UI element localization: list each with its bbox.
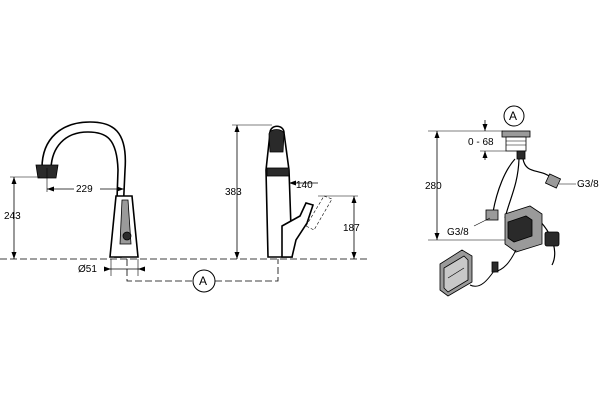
left-side-view: 243 229 Ø51: [4, 121, 145, 276]
valve-connector: [544, 231, 560, 247]
arrow-left: [47, 186, 54, 192]
box-detail-line: [447, 267, 465, 279]
front-lever: [281, 202, 315, 258]
label-mask: [74, 182, 100, 195]
range-label: 0 - 68: [468, 137, 494, 148]
valve-front: [507, 215, 533, 243]
front-view: 383 140 187: [225, 124, 360, 259]
supply-hose-3: [492, 158, 516, 213]
installation-view: A 0 - 68 280 G3/8 G3/8: [425, 105, 599, 297]
lower-fitting-leader: [473, 217, 491, 227]
lever-pivot: [122, 231, 132, 241]
arrow-right: [117, 186, 124, 192]
lever-travel: [305, 195, 333, 231]
spout-height-label: 187: [343, 223, 360, 234]
mounting-flange: [501, 130, 531, 138]
mid-height-label: 383: [225, 187, 242, 198]
svg-text:A: A: [509, 109, 517, 123]
battery-box-face: [443, 255, 469, 293]
left-height-label: 243: [4, 211, 21, 222]
arrow-left: [289, 180, 296, 186]
spout-top: [268, 129, 285, 153]
arrow-up: [351, 196, 357, 203]
arrow-down: [351, 252, 357, 259]
detail-leader: [126, 259, 279, 282]
pullout-label: 140: [296, 180, 313, 191]
arrow-up: [234, 125, 240, 132]
lower-fitting: [485, 209, 499, 221]
base-diameter-label: Ø51: [78, 264, 97, 275]
lower-thread-label: G3/8: [447, 227, 469, 238]
svg-text:A: A: [199, 274, 207, 288]
supply-hose-2: [522, 158, 553, 179]
left-reach-label: 229: [76, 184, 93, 195]
arrow-in-left: [104, 266, 111, 272]
arrow-in-right: [138, 266, 145, 272]
upper-thread-label: G3/8: [577, 179, 599, 190]
depth-label: 280: [425, 181, 442, 192]
detail-callout-bottom: A: [192, 269, 216, 293]
supply-hose-1: [504, 158, 520, 219]
arrow-down: [11, 252, 17, 259]
spray-band: [266, 167, 290, 177]
cable-plug: [491, 261, 499, 273]
arrow-down: [234, 252, 240, 259]
mounting-nut: [505, 136, 527, 152]
detail-callout-top: A: [503, 105, 525, 127]
arrow-up: [11, 177, 17, 184]
upper-fitting: [544, 173, 562, 189]
shank-end: [516, 150, 526, 160]
